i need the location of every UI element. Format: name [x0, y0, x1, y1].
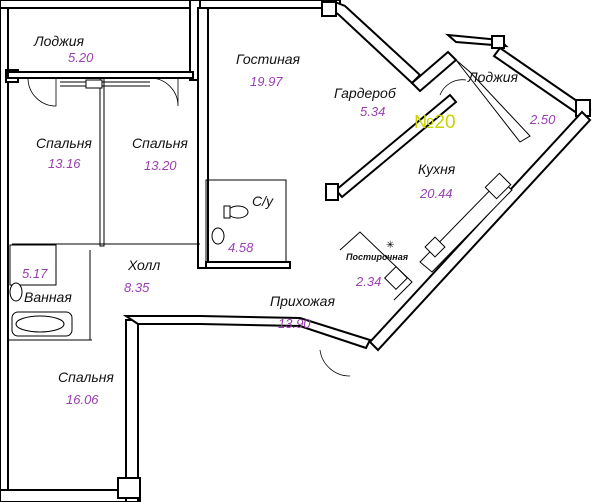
door-entrance — [319, 349, 351, 377]
label-bath: Ванная — [24, 289, 72, 305]
wall-pillar-mid — [325, 183, 339, 201]
room-labels: Лоджия 5.20 Гостиная 19.97 Гардероб 5.34… — [22, 33, 556, 407]
door-loggia-left — [27, 77, 57, 107]
kitchen-sink-icon — [484, 172, 512, 200]
toilet-icon — [227, 205, 249, 219]
wall-kitchen-outer — [368, 110, 592, 352]
label-laundry: Постирочная — [346, 252, 409, 262]
bathtub-inner-icon — [15, 315, 65, 333]
wall-bedroom-split — [99, 77, 105, 247]
label-entrance: Прихожая — [270, 293, 335, 309]
toilet-tank-icon — [223, 205, 231, 219]
wall-laundry — [339, 231, 413, 301]
wall-top-living — [199, 0, 341, 9]
area-bedroom-3: 16.06 — [66, 392, 99, 407]
bath-sink-icon — [9, 282, 23, 302]
area-laundry: 2.34 — [355, 274, 381, 289]
label-bedroom-2: Спальня — [132, 135, 188, 151]
apartment-number: №20 — [414, 112, 456, 133]
wall-living-left — [197, 7, 209, 269]
area-kitchen: 20.44 — [419, 186, 453, 201]
label-loggia-left: Лоджия — [33, 33, 85, 49]
label-living: Гостиная — [236, 51, 301, 67]
area-hall: 8.35 — [124, 280, 150, 295]
area-living: 19.97 — [250, 74, 283, 89]
label-loggia-right: Лоджия — [467, 69, 519, 85]
label-bedroom-1: Спальня — [36, 135, 92, 151]
wall-wardrobe-kitchen — [334, 93, 458, 199]
interior-walls — [7, 7, 531, 341]
area-bedroom-2: 13.20 — [144, 158, 177, 173]
wall-loggia-right-inner — [455, 59, 531, 143]
wc-sink-icon — [211, 227, 225, 245]
washing-machine-icon — [383, 265, 409, 291]
wall-bath-box — [9, 244, 57, 286]
wall-pillar-bottom — [117, 477, 141, 499]
ventilation-icon: ✳ — [386, 240, 394, 251]
area-bedroom-1: 13.16 — [48, 156, 81, 171]
wall-wc-bottom — [205, 261, 291, 269]
wall-loggia-right-top — [410, 50, 458, 93]
wall-pillar-top — [321, 1, 337, 17]
area-wc: 4.58 — [228, 240, 254, 255]
window-frame-icon — [85, 79, 103, 89]
area-entrance: 13.90 — [278, 316, 311, 331]
area-bath: 5.17 — [22, 266, 48, 281]
label-bedroom-3: Спальня — [58, 369, 114, 385]
wall-loggia-bottom — [7, 71, 194, 79]
label-wc: С/у — [252, 193, 274, 209]
wall-entrance-bottom — [122, 315, 372, 350]
wall-pillar-right — [491, 35, 505, 49]
stove-icon — [424, 236, 446, 258]
area-wardrobe: 5.34 — [360, 104, 385, 119]
area-loggia-left: 5.20 — [68, 50, 94, 65]
wall-left — [0, 0, 9, 502]
area-loggia-right: 2.50 — [529, 112, 556, 127]
wall-living-diagonal — [326, 0, 422, 85]
label-kitchen: Кухня — [418, 161, 456, 177]
doors — [27, 77, 467, 377]
wall-bedroom3-right — [125, 319, 139, 502]
label-wardrobe: Гардероб — [334, 85, 397, 101]
wall-top-left — [0, 0, 201, 9]
door-loggia-right — [149, 77, 179, 107]
door-loggia-kitchen — [439, 79, 467, 96]
label-hall: Холл — [127, 257, 160, 273]
fixtures: ✳ — [9, 79, 513, 337]
